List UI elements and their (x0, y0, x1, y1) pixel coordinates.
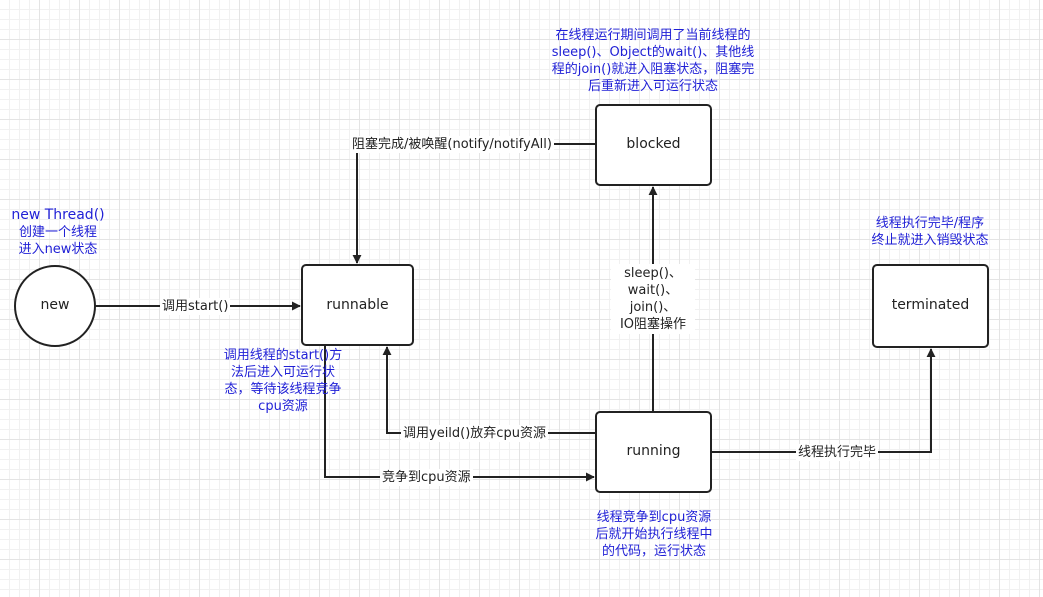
node-blocked-label: blocked (626, 136, 681, 152)
node-terminated-label: terminated (891, 297, 970, 313)
note-line: 调用线程的start()方 (223, 348, 343, 363)
note-line: new Thread() (11, 207, 105, 223)
note-line: 创建一个线程 (18, 225, 97, 240)
note-line: 线程执行完毕/程序 (875, 216, 985, 231)
edge-label-line: join()、 (629, 300, 677, 315)
note-line: 后重新进入可运行状态 (587, 79, 718, 94)
note-new-thread: new Thread() 创建一个线程 进入new状态 (0, 207, 116, 258)
note-running-desc: 线程竞争到cpu资源 后就开始执行线程中 的代码，运行状态 (576, 509, 732, 560)
note-line: 线程竞争到cpu资源 (596, 510, 712, 525)
note-line: 在线程运行期间调用了当前线程的 (555, 28, 751, 43)
note-line: cpu资源 (258, 399, 308, 414)
edge-label-line: sleep()、 (624, 266, 682, 281)
node-terminated-shape[interactable] (872, 264, 989, 348)
note-runnable-desc: 调用线程的start()方 法后进入可运行状 态，等待该线程竞争 cpu资源 (208, 347, 358, 415)
edge-running-to-terminated (711, 348, 936, 453)
note-line: sleep()、Object的wait()、其他线 (551, 45, 755, 60)
edge-running-to-runnable (382, 346, 596, 434)
edge-label-finished: 线程执行完毕 (796, 444, 879, 461)
note-line: 程的join()就进入阻塞状态，阻塞完 (551, 62, 755, 77)
node-running-label: running (626, 443, 681, 459)
edge-label-running-to-blocked: sleep()、 wait()、 join()、 IO阻塞操作 (611, 264, 695, 334)
note-line: 法后进入可运行状 (230, 365, 335, 380)
edge-label-start: 调用start() (160, 298, 231, 315)
note-line: 态，等待该线程竞争 (224, 382, 342, 397)
edge-label-blocked-to-runnable: 阻塞完成/被唤醒(notify/notifyAll) (350, 136, 554, 153)
note-line: 的代码，运行状态 (601, 544, 706, 559)
edge-label-line: IO阻塞操作 (619, 317, 687, 332)
node-runnable-label: runnable (326, 297, 389, 313)
edge-runnable-to-running (324, 345, 595, 482)
edge-blocked-to-runnable (352, 143, 596, 264)
edge-label-compete-cpu: 竞争到cpu资源 (380, 469, 473, 486)
note-line: 进入new状态 (18, 242, 98, 257)
note-blocked-desc: 在线程运行期间调用了当前线程的 sleep()、Object的wait()、其他… (520, 27, 786, 95)
edge-label-yield: 调用yeild()放弃cpu资源 (401, 425, 548, 442)
note-terminated-desc: 线程执行完毕/程序 终止就进入销毁状态 (852, 215, 1008, 249)
node-new-label: new (40, 297, 70, 313)
edge-label-line: wait()、 (627, 283, 679, 298)
node-runnable-shape[interactable] (301, 264, 414, 346)
note-line: 终止就进入销毁状态 (871, 233, 989, 248)
note-line: 后就开始执行线程中 (595, 527, 713, 542)
